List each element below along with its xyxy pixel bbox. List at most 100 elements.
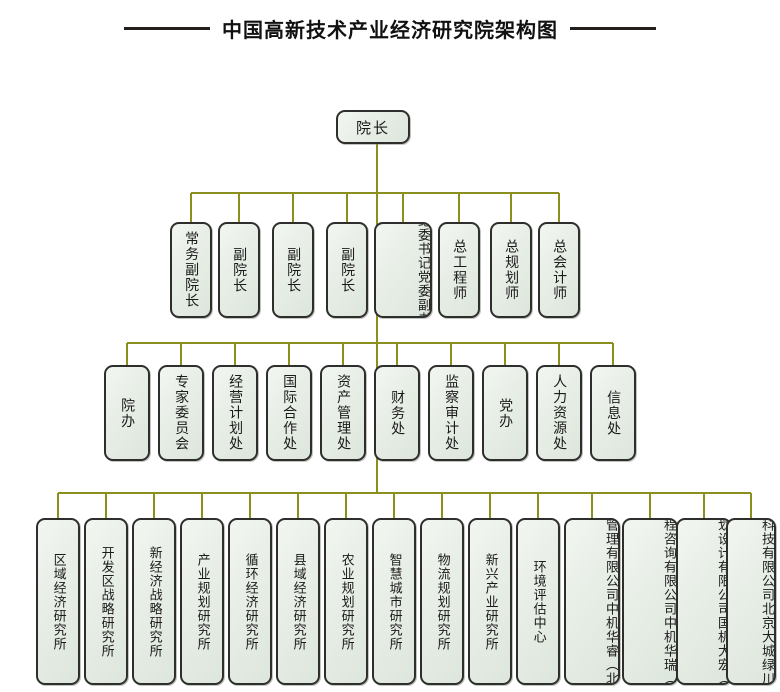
node-level4-6[interactable]: 县域经济研究所 — [276, 518, 320, 685]
node-label: 农业规划研究所 — [338, 552, 354, 651]
node-level3-10[interactable]: 信息处 — [590, 365, 636, 461]
node-label: 常务副院长 — [183, 231, 200, 309]
connector-drop-level2-1 — [190, 193, 192, 222]
connector-bus-level2 — [191, 192, 559, 194]
node-label: 院长 — [355, 118, 390, 137]
node-label: 党办 — [497, 397, 514, 429]
node-level2-5[interactable]: 兼纪委书记党委副书记 — [374, 222, 432, 318]
connector-main-spine — [376, 144, 378, 493]
node-level3-3[interactable]: 经营计划处 — [212, 365, 258, 461]
connector-bus-level4 — [58, 492, 751, 494]
node-label: 总会计师 — [551, 239, 568, 301]
page-title: 中国高新技术产业经济研究院架构图 — [0, 14, 780, 43]
node-level2-6[interactable]: 总工程师 — [438, 222, 480, 318]
node-label: 副院长 — [231, 246, 248, 294]
node-level4-15[interactable]: 科技有限公司北京大城绿川 — [726, 518, 776, 685]
connector-drop-level3-10 — [612, 343, 614, 365]
connector-drop-level4-5 — [249, 493, 251, 518]
node-root-president[interactable]: 院长 — [336, 110, 410, 144]
connector-drop-level3-4 — [288, 343, 290, 365]
connector-drop-level3-6 — [396, 343, 398, 365]
node-level3-7[interactable]: 监察审计处 — [428, 365, 474, 461]
connector-drop-level4-8 — [393, 493, 395, 518]
node-level2-2[interactable]: 副院长 — [218, 222, 260, 318]
node-label: 总工程师 — [451, 239, 468, 301]
node-level4-13[interactable]: 国际工程咨询有限公司中机华瑞（北京） — [622, 518, 678, 685]
connector-drop-level2-7 — [510, 193, 512, 222]
node-label-column-1: 兼纪委书记 — [415, 222, 430, 270]
connector-drop-level2-3 — [292, 193, 294, 222]
node-level4-3[interactable]: 新经济战略研究所 — [132, 518, 176, 685]
node-label: 产业规划研究所 — [194, 552, 210, 651]
node-label: 新经济战略研究所 — [146, 545, 162, 658]
node-level3-6[interactable]: 财务处 — [374, 365, 420, 461]
connector-bus-level3 — [127, 342, 613, 344]
node-level3-8[interactable]: 党办 — [482, 365, 528, 461]
connector-drop-level4-10 — [489, 493, 491, 518]
connector-drop-level3-2 — [180, 343, 182, 365]
node-level2-3[interactable]: 副院长 — [272, 222, 314, 318]
connector-drop-level4-7 — [345, 493, 347, 518]
node-label: 财务处 — [389, 389, 406, 437]
node-label: 副院长 — [285, 246, 302, 294]
node-level4-4[interactable]: 产业规划研究所 — [180, 518, 224, 685]
node-label: 专家委员会 — [173, 374, 190, 452]
node-level4-10[interactable]: 新兴产业研究所 — [468, 518, 512, 685]
node-level4-2[interactable]: 开发区战略研究所 — [84, 518, 128, 685]
node-label-column-2: 中机华睿（北京） — [603, 601, 618, 685]
node-level3-5[interactable]: 资产管理处 — [320, 365, 366, 461]
node-level4-5[interactable]: 循环经济研究所 — [228, 518, 272, 685]
connector-drop-level2-5 — [402, 193, 404, 222]
node-level4-1[interactable]: 区域经济研究所 — [36, 518, 80, 685]
node-label: 人力资源处 — [551, 374, 568, 452]
node-level2-8[interactable]: 总会计师 — [538, 222, 580, 318]
node-label: 循环经济研究所 — [242, 552, 258, 651]
node-label: 信息处 — [605, 389, 622, 437]
node-label: 开发区战略研究所 — [98, 545, 114, 658]
node-label-column-1: 国际工程咨询有限公司 — [661, 518, 676, 616]
node-label: 环境评估中心 — [530, 559, 546, 644]
node-level4-8[interactable]: 智慧城市研究所 — [372, 518, 416, 685]
connector-drop-level4-1 — [57, 493, 59, 518]
node-level4-7[interactable]: 农业规划研究所 — [324, 518, 368, 685]
node-level3-4[interactable]: 国际合作处 — [266, 365, 312, 461]
node-level2-7[interactable]: 总规划师 — [490, 222, 532, 318]
connector-drop-level4-6 — [297, 493, 299, 518]
node-label: 经营计划处 — [227, 374, 244, 452]
node-label: 资产管理处 — [335, 374, 352, 452]
title-rule-left — [124, 27, 210, 30]
connector-drop-level4-11 — [537, 493, 539, 518]
node-level4-14[interactable]: 城市规划设计有限公司国机大宏（北京） — [676, 518, 732, 685]
node-label-column-1: 科技有限公司 — [759, 518, 774, 602]
node-level2-1[interactable]: 常务副院长 — [170, 222, 212, 318]
connector-drop-level4-15 — [750, 493, 752, 518]
connector-drop-level3-5 — [342, 343, 344, 365]
connector-drop-level3-7 — [450, 343, 452, 365]
connector-drop-level4-3 — [153, 493, 155, 518]
connector-drop-level3-1 — [126, 343, 128, 365]
node-level4-11[interactable]: 环境评估中心 — [516, 518, 560, 685]
connector-drop-level2-2 — [238, 193, 240, 222]
connector-drop-level2-4 — [346, 193, 348, 222]
connector-drop-level3-8 — [504, 343, 506, 365]
connector-drop-level3-9 — [558, 343, 560, 365]
node-level4-9[interactable]: 物流规划研究所 — [420, 518, 464, 685]
node-level4-12[interactable]: 投资管理有限公司中机华睿（北京） — [564, 518, 620, 685]
node-level3-1[interactable]: 院办 — [104, 365, 150, 461]
node-level3-9[interactable]: 人力资源处 — [536, 365, 582, 461]
node-label: 区域经济研究所 — [50, 552, 66, 651]
node-level2-4[interactable]: 副院长 — [326, 222, 368, 318]
title-rule-right — [570, 27, 656, 30]
connector-drop-level4-12 — [591, 493, 593, 518]
node-label: 副院长 — [339, 246, 356, 294]
node-label-column-2: 党委副书记 — [415, 270, 430, 318]
connector-drop-level4-2 — [105, 493, 107, 518]
connector-drop-level3-3 — [234, 343, 236, 365]
node-label: 总规划师 — [503, 239, 520, 301]
node-level3-2[interactable]: 专家委员会 — [158, 365, 204, 461]
node-label: 院办 — [119, 397, 136, 429]
connector-drop-level4-4 — [201, 493, 203, 518]
node-label: 县域经济研究所 — [290, 552, 306, 651]
connector-drop-level4-13 — [649, 493, 651, 518]
node-label: 物流规划研究所 — [434, 552, 450, 651]
